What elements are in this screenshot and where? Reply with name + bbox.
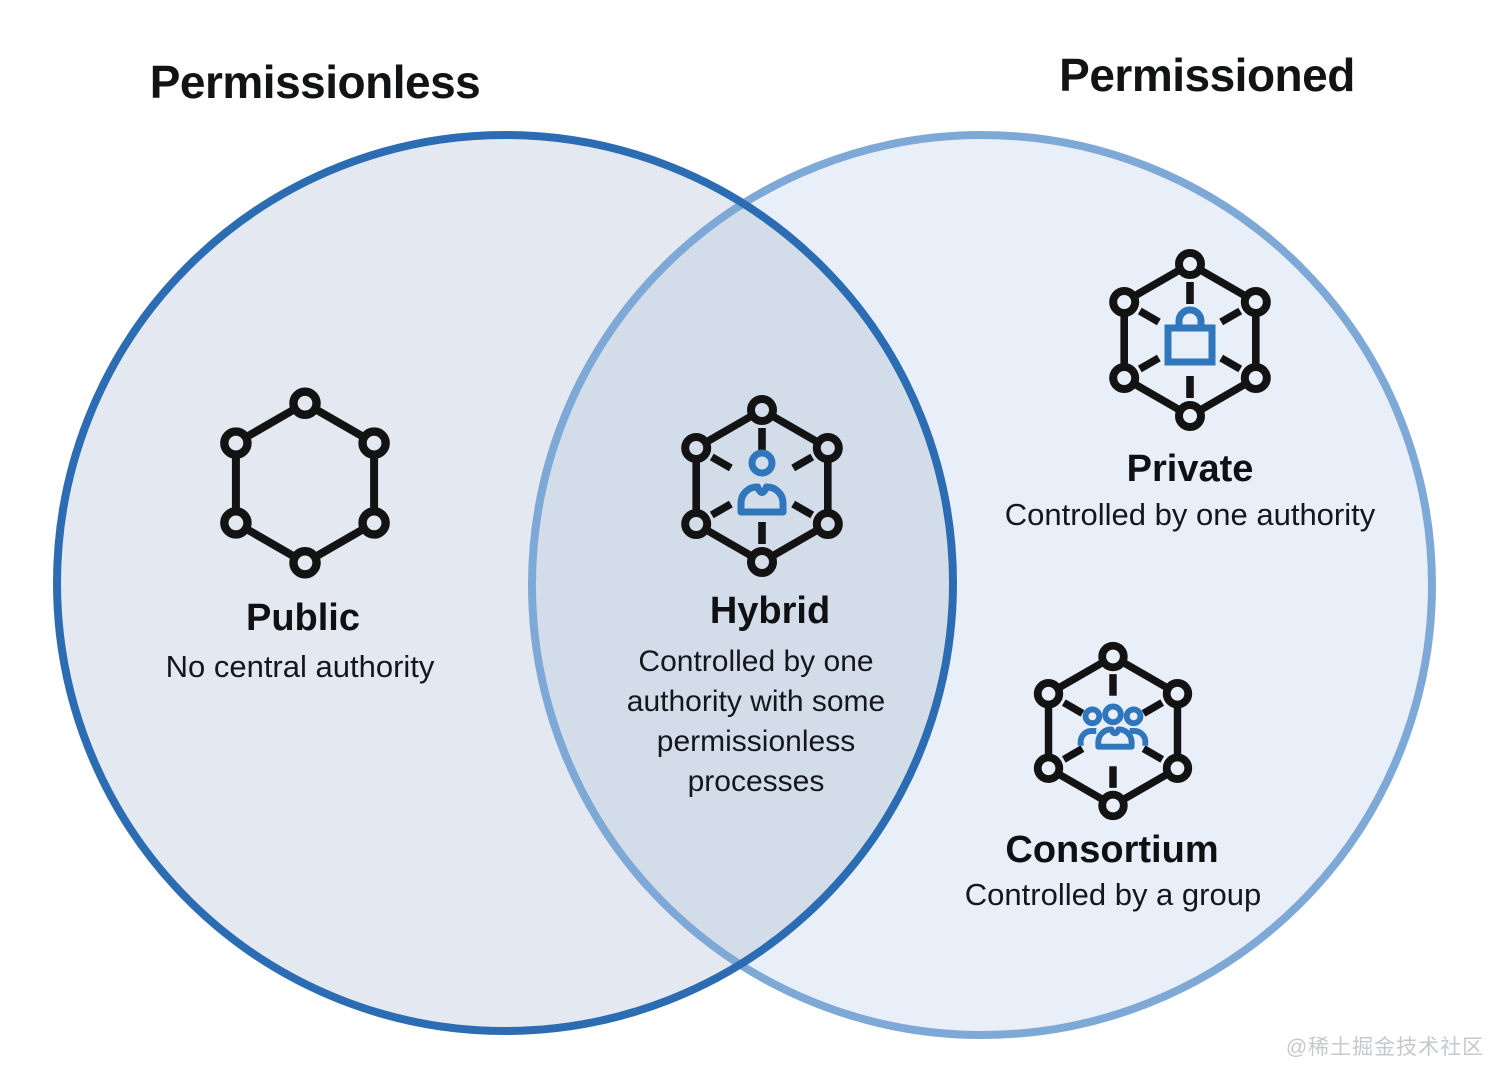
consortium-label: Consortium — [1005, 829, 1219, 871]
hybrid-label: Hybrid — [709, 590, 831, 632]
hybrid-network-person-icon — [681, 395, 843, 577]
private-label: Private — [1126, 448, 1254, 490]
public-label: Public — [245, 597, 361, 639]
right-circle-outline — [528, 131, 1436, 1039]
watermark: @稀土掘金技术社区 — [1285, 1036, 1485, 1059]
left-circle-outline — [53, 131, 957, 1035]
consortium-description: Controlled by a group — [964, 877, 1262, 912]
permissioned-title: Permissioned — [1059, 49, 1355, 101]
permissionless-title: Permissionless — [149, 56, 481, 108]
public-description: No central authority — [165, 649, 435, 684]
private-network-lock-icon — [1109, 249, 1271, 431]
private-description: Controlled by one authority — [1004, 497, 1376, 532]
consortium-network-group-icon — [1033, 641, 1193, 821]
hybrid-description: Controlled by one authority with some pe… — [626, 645, 886, 798]
overlap-region — [532, 135, 953, 1031]
public-network-icon — [220, 387, 390, 579]
